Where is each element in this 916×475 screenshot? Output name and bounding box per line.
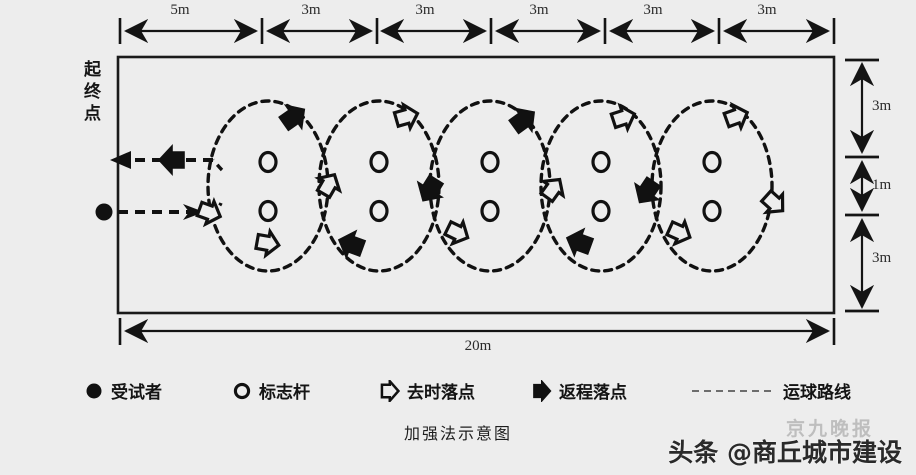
return-landing-arrow-1 [278,104,306,132]
filled-arrow-icon [533,379,552,402]
subject-start-dot [95,203,113,221]
legend-item-return-landing: 返程落点 [530,378,627,403]
return-exit-arrowhead [110,151,131,169]
hollow-arrow-icon [380,379,400,402]
legend-item-marker-pole: 标志杆 [232,378,310,403]
outbound-landing-arrow-2 [254,227,281,259]
outbound-entry-arrowhead [183,204,204,220]
marker-pole-3-top [480,150,500,174]
top-dimension-label-0: 5m [170,2,190,18]
outbound-landing-arrow-10 [759,188,785,215]
outbound-landing-arrow-4 [392,101,420,133]
marker-pole-2-bottom [369,199,389,223]
foreground-watermark: 头条 @商丘城市建设 [668,438,902,467]
marker-pole-4-top [591,150,611,174]
return-landing-arrow-2 [416,174,445,202]
start-end-point-label: 起终点 [81,60,100,126]
top-dimension-label-1: 3m [301,2,321,18]
return-landing-arrows [157,104,662,260]
marker-pole-5-top [702,150,722,174]
legend-label-marker-pole: 标志杆 [259,383,310,403]
right-dimension-ticks [845,58,879,313]
return-landing-arrow-6 [565,227,595,258]
filled-circle-icon [86,383,102,398]
outbound-landing-arrows [195,101,785,259]
top-dimension-label-2: 3m [415,2,435,18]
outbound-landing-arrow-7 [609,102,637,134]
outbound-landing-arrow-8 [664,217,692,247]
diagram-caption: 加强法示意图 [403,424,512,443]
legend-label-subject: 受试者 [111,383,162,403]
outbound-landing-arrow-6 [538,177,566,204]
background-watermark: 京九晚报 [785,418,874,440]
marker-pole-1-top [258,150,278,174]
legend-label-dribble-route: 运球路线 [783,383,851,403]
outbound-landing-arrow-9 [722,101,750,133]
bottom-dimension-ticks [118,318,836,345]
outbound-landing-arrow-5 [442,217,470,247]
top-dimension-label-5: 3m [757,2,777,18]
marker-pole-2-top [369,150,389,174]
right-dimension-label-2: 3m [872,250,892,266]
hollow-circle-icon [233,382,251,399]
top-dimension-label-4: 3m [643,2,663,18]
marker-pole-5-bottom [702,199,722,223]
right-dimension-label-0: 3m [872,98,892,114]
return-landing-arrow-4 [508,107,536,135]
outbound-landing-arrow-1 [195,196,223,228]
legend: 受试者 标志杆 去时落点 返程落点 运球路线 [0,378,916,408]
return-exit-curve [211,158,224,172]
marker-pole-4-bottom [591,199,611,223]
return-landing-arrow-5 [634,176,662,204]
top-dimension-ticks [118,18,836,44]
return-landing-arrow-3 [337,229,367,260]
top-dimension-label-3: 3m [529,2,549,18]
return-landing-arrow-7 [157,143,185,177]
dribble-route-circle-5 [650,99,774,273]
outbound-landing-arrow-3 [314,172,343,200]
legend-label-return-landing: 返程落点 [559,383,627,403]
right-dimension-label-1: 1m [872,177,892,193]
legend-item-dribble-route: 运球路线 [690,378,851,403]
marker-poles [258,150,722,223]
legend-item-outbound-landing: 去时落点 [378,378,475,403]
dashed-line-icon [692,389,774,392]
legend-label-outbound-landing: 去时落点 [407,383,475,403]
marker-pole-1-bottom [258,199,278,223]
marker-pole-3-bottom [480,199,500,223]
field-boundary [116,55,836,315]
legend-item-subject: 受试者 [84,378,162,403]
